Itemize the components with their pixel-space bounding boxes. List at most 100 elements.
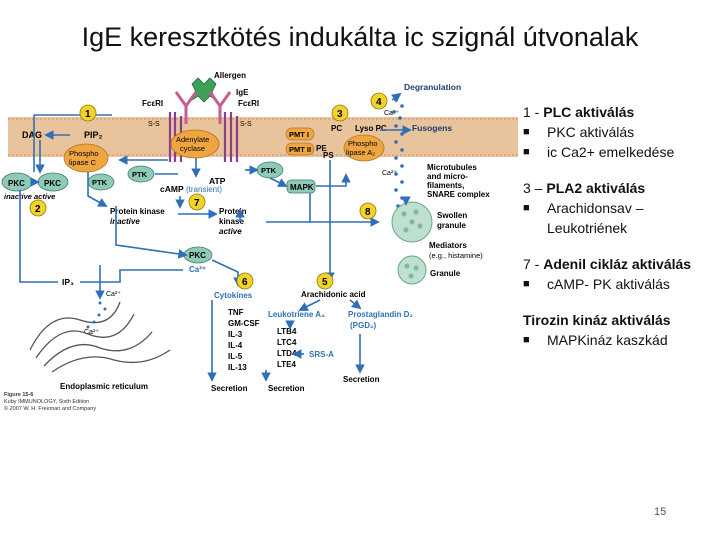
label-pla2-2: lipase A₂ bbox=[346, 148, 375, 157]
label-adenylate-1: Adenylate bbox=[176, 135, 209, 144]
label-pkc-inactive: PKC bbox=[8, 179, 25, 188]
label-granule: Granule bbox=[430, 269, 461, 278]
note-adenylate: 7 - Adenil cikláz aktiválás ■cAMP- PK ak… bbox=[523, 254, 719, 294]
label-ss-left: S-S bbox=[148, 121, 160, 128]
label-pk-inactive-1: Protein kinase bbox=[110, 207, 165, 216]
label-secretion-2: Secretion bbox=[268, 384, 305, 393]
label-atp: ATP bbox=[209, 176, 226, 186]
label-ss-right: S-S bbox=[240, 121, 252, 128]
ptk-node-2 bbox=[127, 165, 155, 183]
note-heading-prefix: 1 - bbox=[523, 104, 544, 120]
label-pk-active-1: Protein bbox=[219, 207, 247, 216]
caption-copyright: © 2007 W. H. Freeman and Company bbox=[4, 406, 97, 412]
label-ptk3: PTK bbox=[261, 166, 277, 175]
granule bbox=[397, 255, 427, 285]
label-prostaglandin-1: Prostaglandin D₂ bbox=[348, 310, 413, 319]
label-ltb4: LTB4 bbox=[277, 327, 297, 336]
note-heading-prefix: 7 - bbox=[523, 256, 544, 272]
fceri-right-chains bbox=[223, 112, 239, 162]
note-pla2: 3 – PLA2 aktiválás ■Arachidonsav – Leuko… bbox=[523, 178, 719, 238]
bullet-text: PKC aktiválás bbox=[547, 124, 635, 140]
label-fceri-left: FcεRI bbox=[142, 99, 163, 108]
list-item: ■PKC aktiválás bbox=[523, 124, 635, 140]
label-pkc-active: PKC bbox=[44, 179, 61, 188]
step-4: 4 bbox=[376, 97, 382, 108]
pmt-enzymes bbox=[285, 127, 315, 156]
step-circles bbox=[29, 92, 388, 290]
label-pmt1: PMT I bbox=[289, 130, 309, 139]
note-heading: 1 - PLC aktiválás bbox=[523, 102, 719, 122]
swollen-granule bbox=[391, 201, 433, 243]
label-ige: IgE bbox=[236, 88, 249, 97]
note-heading: 3 – PLA2 aktiválás bbox=[523, 178, 719, 198]
label-prostaglandin-2: (PGD₂) bbox=[350, 321, 377, 330]
caption-figure-number: Figure 15-6 bbox=[4, 392, 34, 398]
step-2: 2 bbox=[35, 204, 41, 215]
label-ptk2: PTK bbox=[132, 170, 148, 179]
label-swollen-2: granule bbox=[437, 221, 466, 230]
label-secretion-3: Secretion bbox=[343, 375, 380, 384]
list-item: ■ic Ca2+ emelkedése bbox=[523, 144, 675, 160]
note-heading-bold: Tirozin kináz aktiválás bbox=[523, 312, 671, 328]
label-ltd4: LTD4 bbox=[277, 349, 297, 358]
label-pk-active-2: kinase bbox=[219, 217, 244, 226]
note-heading-bold: Adenil cikláz aktiválás bbox=[543, 256, 692, 272]
label-pmt2: PMT II bbox=[289, 145, 311, 154]
step-1: 1 bbox=[85, 109, 91, 120]
label-phospholipase-c-2: lipase C bbox=[69, 158, 97, 167]
phospholipase-a2 bbox=[343, 134, 385, 162]
ige-signaling-diagram: Allergen IgE FcεRI FcεRI S-S S-S Phospho… bbox=[1, 71, 518, 393]
label-ca-mapk: Ca²⁺ bbox=[382, 170, 397, 177]
label-cytokines: Cytokines bbox=[214, 291, 253, 300]
label-dag: DAG bbox=[22, 130, 42, 140]
label-microtubules-2: and micro- bbox=[427, 172, 468, 181]
label-fceri-right: FcεRI bbox=[238, 99, 259, 108]
label-swollen-1: Swollen bbox=[437, 211, 467, 220]
label-ps: PS bbox=[323, 151, 334, 160]
phospholipase-c bbox=[63, 143, 109, 173]
list-item: ■MAPKináz kaszkád bbox=[523, 332, 668, 348]
label-lyso-pc: Lyso PC bbox=[355, 124, 387, 133]
er-calcium-dots bbox=[86, 301, 107, 329]
ige-right bbox=[208, 91, 232, 124]
label-mediators-1: Mediators bbox=[429, 241, 467, 250]
label-allergen: Allergen bbox=[214, 71, 246, 80]
step-5: 5 bbox=[322, 277, 328, 288]
label-srs-a: SRS-A bbox=[309, 350, 334, 359]
label-ca-er-1: Ca²⁺ bbox=[106, 291, 121, 298]
step-3: 3 bbox=[337, 109, 343, 120]
label-ip3: IP₃ bbox=[62, 277, 74, 287]
label-gm-csf: GM-CSF bbox=[228, 319, 260, 328]
label-microtubules-1: Microtubules bbox=[427, 163, 477, 172]
adenylate-cyclase bbox=[170, 129, 220, 159]
label-ltc4: LTC4 bbox=[277, 338, 297, 347]
allergen-shape bbox=[190, 77, 218, 103]
label-il13: IL-13 bbox=[228, 363, 247, 372]
label-il4: IL-4 bbox=[228, 341, 243, 350]
label-tnf: TNF bbox=[228, 308, 244, 317]
label-mapk: MAPK bbox=[290, 183, 314, 192]
label-arachidonic: Arachidonic acid bbox=[301, 290, 366, 299]
list-item: ■Arachidonsav – Leukotriének bbox=[523, 200, 644, 236]
label-transient: (transient) bbox=[186, 185, 222, 194]
label-microtubules-3: filaments, bbox=[427, 181, 464, 190]
bullet-text: MAPKináz kaszkád bbox=[547, 332, 668, 348]
page-number: 15 bbox=[654, 506, 667, 518]
list-item: ■cAMP- PK aktiválás bbox=[523, 276, 670, 292]
label-endoplasmic: Endoplasmic reticulum bbox=[60, 382, 148, 391]
step-6: 6 bbox=[242, 277, 248, 288]
label-mediators-2: (e.g., histamine) bbox=[429, 251, 483, 260]
label-lte4: LTE4 bbox=[277, 360, 297, 369]
label-secretion-1: Secretion bbox=[211, 384, 248, 393]
step-7: 7 bbox=[194, 198, 200, 209]
label-pip2: PIP₂ bbox=[84, 130, 103, 140]
label-pk-inactive-2: inactive bbox=[110, 217, 140, 226]
label-inactive-active: inactive active bbox=[4, 192, 55, 201]
label-adenylate-2: cyclase bbox=[180, 144, 205, 153]
label-ca-membrane: Ca²⁺ bbox=[384, 110, 399, 117]
ige-left bbox=[174, 91, 198, 124]
slide-title: IgE keresztkötés indukálta ic szignál út… bbox=[81, 22, 639, 52]
label-ca-lower: Ca²⁺ bbox=[189, 265, 206, 274]
label-il5: IL-5 bbox=[228, 352, 243, 361]
label-ca-er-2: Ca²⁺ bbox=[84, 329, 99, 336]
